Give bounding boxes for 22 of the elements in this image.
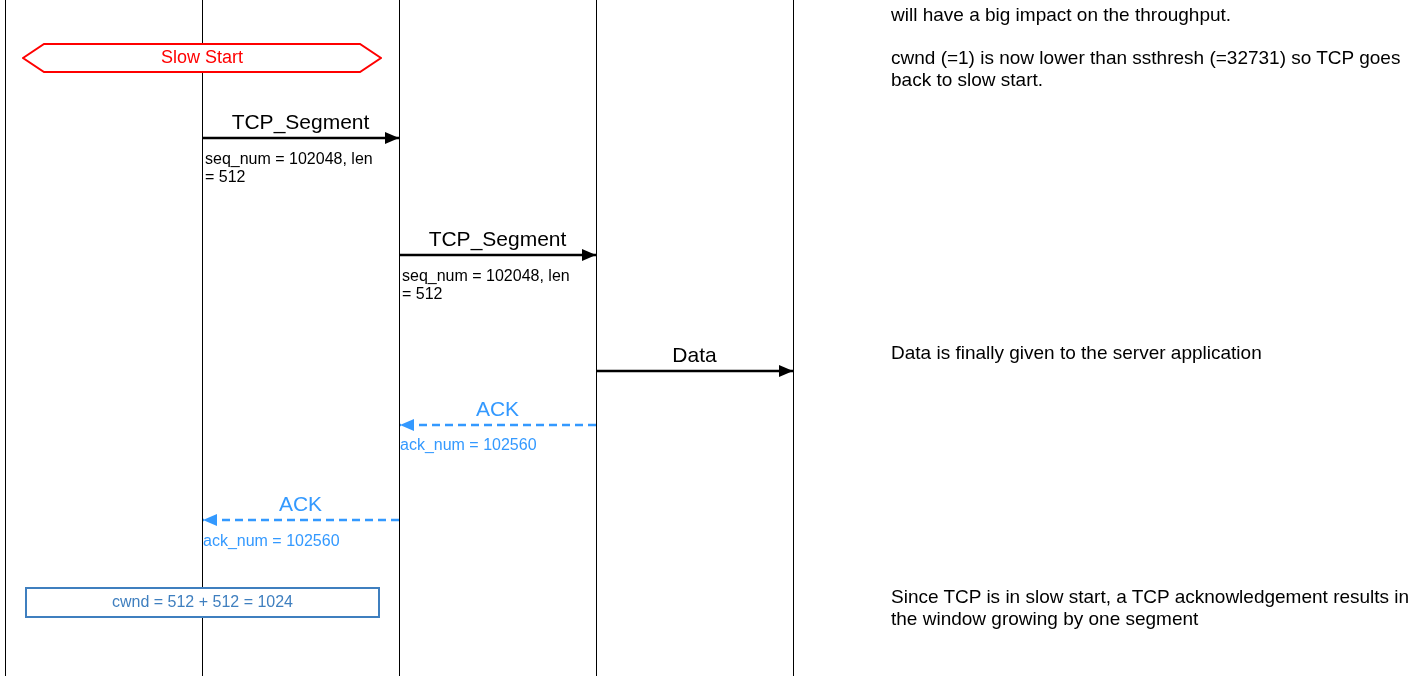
message-arrow	[203, 132, 399, 144]
message-arrow	[597, 365, 793, 377]
message-arrow	[400, 249, 596, 261]
note-text: Data is finally given to the server application	[891, 342, 1262, 364]
state-label: cwnd = 512 + 512 = 1024	[110, 593, 294, 611]
phase-hexagon	[22, 43, 382, 73]
lifeline	[5, 75, 6, 585]
note-text: will have a big impact on the throughput.	[891, 4, 1232, 26]
lifeline	[202, 75, 203, 585]
lifeline	[399, 75, 400, 585]
message-arrow	[400, 419, 596, 431]
parameter-text: ack_num = 102560	[203, 532, 340, 551]
message-arrow	[203, 514, 399, 526]
note-text: cwnd (=1) is now lower than ssthresh (=32731) so TCP goes back to slow start.	[891, 47, 1401, 91]
parameter-text: ack_num = 102560	[400, 436, 537, 455]
parameter-text: seq_num = 102048, len = 512	[402, 267, 571, 304]
note-text: Since TCP is in slow start, a TCP acknowledgement results in the window growing by one segment	[891, 586, 1411, 630]
phase-label: Slow Start	[160, 47, 244, 68]
state-box	[25, 587, 380, 618]
lifeline	[596, 75, 597, 585]
parameter-text: seq_num = 102048, len = 512	[205, 150, 374, 187]
lifeline	[793, 75, 794, 585]
